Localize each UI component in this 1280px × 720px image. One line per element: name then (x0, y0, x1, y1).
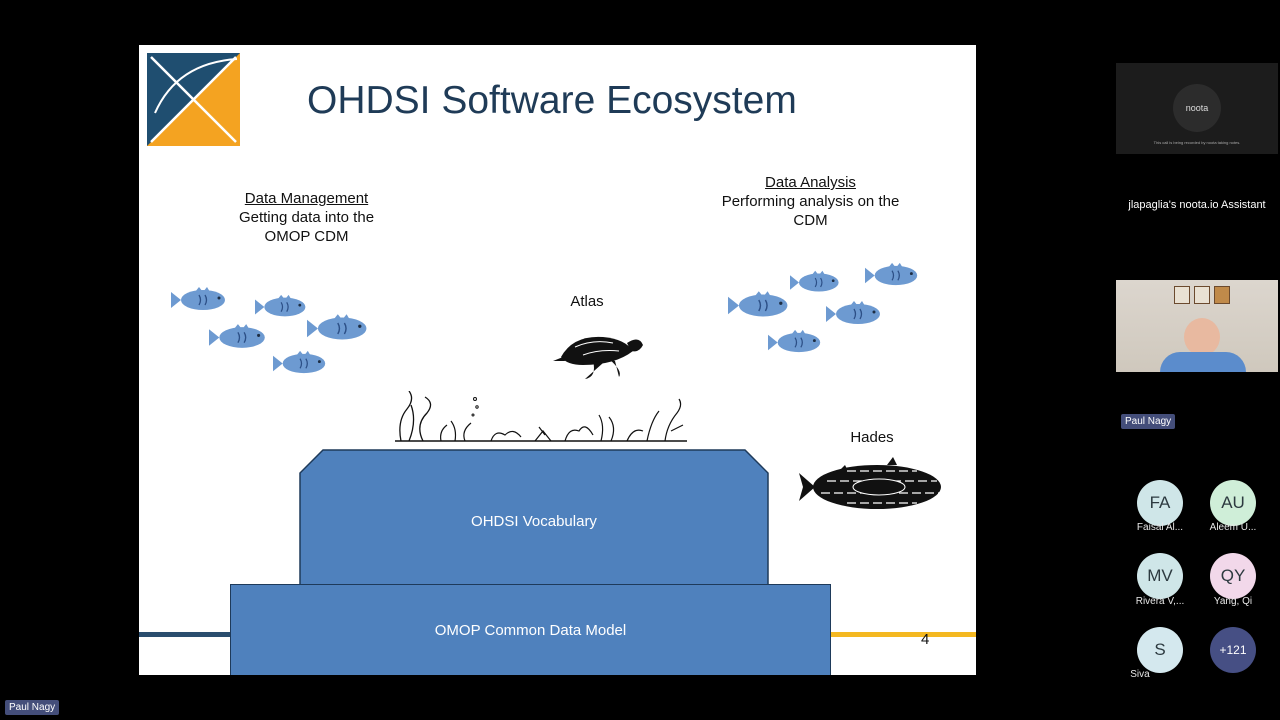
participant-avatar[interactable]: S (1137, 627, 1183, 673)
speaker-shirt (1160, 352, 1246, 372)
bottom-name-tag: Paul Nagy (5, 700, 60, 715)
participant-name: Rivera V,... (1135, 596, 1185, 607)
fish-icon (865, 262, 918, 286)
fish-icon (790, 270, 839, 292)
data-management-heading: Data Management (244, 190, 369, 207)
cdm-block (230, 584, 831, 675)
fish-school-icon (799, 457, 941, 509)
fish-icon (171, 287, 225, 310)
wall-art (1174, 286, 1232, 312)
more-participants-button[interactable]: +121 (1210, 627, 1256, 673)
fish-icon (728, 291, 788, 317)
participant-name: Siva (1130, 669, 1150, 680)
picture-frame-icon (1214, 286, 1230, 304)
picture-frame-icon (1174, 286, 1190, 304)
data-analysis-subtitle: Performing analysis on the CDM (721, 193, 900, 229)
vocabulary-block (299, 449, 769, 585)
fish-icon (826, 301, 880, 324)
hades-label: Hades (850, 429, 894, 446)
speaker-head (1184, 318, 1220, 356)
cdm-label: OMOP Common Data Model (434, 622, 627, 639)
speaker-video-tile[interactable] (1116, 280, 1278, 372)
data-management-text: Data Management Getting data into the OM… (219, 189, 394, 246)
picture-frame-icon (1194, 286, 1210, 304)
participant-avatar[interactable]: MV (1137, 553, 1183, 599)
vocabulary-label: OHDSI Vocabulary (471, 513, 597, 530)
shared-slide: OHDSI Software Ecosystem Data Management… (139, 45, 976, 675)
atlas-label: Atlas (570, 293, 604, 310)
slide-title: OHDSI Software Ecosystem (307, 79, 797, 122)
assistant-name: jlapaglia's noota.io Assistant (1128, 199, 1266, 211)
data-management-subtitle: Getting data into the OMOP CDM (238, 209, 375, 245)
data-analysis-text: Data Analysis Performing analysis on the… (718, 173, 903, 230)
participant-avatar[interactable]: FA (1137, 480, 1183, 526)
fish-icon (255, 294, 306, 317)
participant-name: Faisal Al... (1136, 522, 1184, 533)
ohdsi-logo-icon (147, 53, 240, 146)
participant-name: Yang, Qi (1213, 596, 1253, 607)
fish-icon (273, 350, 326, 374)
speaker-name-tag: Paul Nagy (1121, 414, 1176, 429)
noota-logo-icon: noota (1173, 84, 1221, 132)
fish-icon (768, 329, 821, 353)
participant-avatar[interactable]: AU (1210, 480, 1256, 526)
assistant-video-tile[interactable]: noota This call is being recorded by noo… (1116, 63, 1278, 154)
turtle-icon (553, 336, 643, 379)
fish-icon (307, 314, 367, 340)
fish-icon (209, 324, 265, 348)
participant-avatar[interactable]: QY (1210, 553, 1256, 599)
reef-icon (395, 391, 687, 442)
slide-footer-bar-left (139, 632, 231, 637)
participant-name: Aleem U... (1209, 522, 1257, 533)
slide-page-number: 4 (921, 631, 930, 648)
assistant-recording-note: This call is being recorded by noota tak… (1153, 140, 1241, 145)
data-analysis-heading: Data Analysis (765, 174, 856, 191)
slide-footer-bar-right (830, 632, 976, 637)
